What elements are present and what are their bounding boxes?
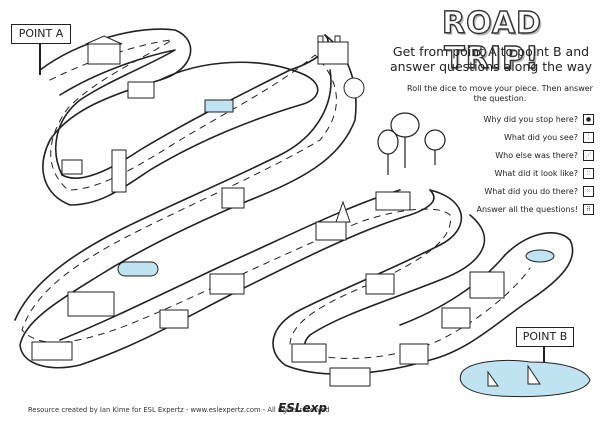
start-sign: POINT A (11, 24, 71, 44)
question-row: Why did you stop here? ● (430, 110, 594, 128)
building-icon (87, 43, 121, 65)
game-title: ROAD TRIP! (441, 5, 542, 76)
die-face-3-icon: ⋰ (583, 149, 594, 161)
building-icon (127, 81, 155, 99)
station-icon (67, 291, 115, 317)
tower-icon (111, 149, 127, 193)
question-text: Who else was there? (495, 150, 578, 160)
gym-icon (159, 309, 189, 329)
road-edge (19, 34, 435, 369)
road-edge (55, 34, 329, 179)
question-row: What did you see? ⁚ (430, 128, 594, 146)
die-face-5-icon: ⁙ (583, 185, 594, 197)
shop-icon (31, 341, 73, 361)
question-row: Answer all the questions! ⠿ (430, 200, 594, 218)
ferris-wheel-icon (343, 77, 365, 99)
shop-icon (365, 273, 395, 295)
question-row: What did you do there? ⁙ (430, 182, 594, 200)
footer-credit: Resource created by Ian Kime for ESL Exp… (28, 406, 330, 414)
question-row: What did it look like? ∷ (430, 164, 594, 182)
game-subtitle: Get from point A to point B and answer q… (390, 44, 592, 74)
brand-logo: ESLexp (278, 401, 327, 415)
roll-instruction: Roll the dice to move your piece. Then a… (407, 84, 593, 103)
road-edge (14, 69, 332, 321)
die-face-2-icon: ⁚ (583, 131, 594, 143)
stadium-icon (117, 261, 159, 277)
road-edge (399, 254, 506, 326)
train-icon (329, 367, 371, 387)
church-icon (315, 221, 347, 241)
building-icon (221, 187, 245, 209)
question-text: Answer all the questions! (476, 204, 578, 214)
hot-spring-icon (525, 249, 555, 263)
question-list: Why did you stop here? ● What did you se… (430, 110, 594, 218)
house-icon (61, 159, 83, 175)
trees-icon (377, 112, 446, 175)
lodge-icon (375, 191, 411, 211)
die-face-1-icon: ● (583, 113, 594, 125)
building-icon (469, 271, 505, 299)
die-face-4-icon: ∷ (583, 167, 594, 179)
road-center-line (21, 39, 531, 359)
question-text: What did you see? (504, 132, 578, 142)
road-edge (59, 189, 401, 341)
finish-sign: POINT B (516, 327, 574, 347)
castle-icon (317, 41, 349, 65)
question-text: Why did you stop here? (483, 114, 578, 124)
question-text: What did you do there? (484, 186, 578, 196)
store-icon (441, 307, 471, 329)
die-face-6-icon: ⠿ (583, 203, 594, 215)
pool-icon (204, 99, 234, 113)
question-text: What did it look like? (494, 168, 578, 178)
lake-icon (459, 359, 591, 398)
question-row: Who else was there? ⋰ (430, 146, 594, 164)
shop-icon (291, 343, 327, 363)
store-icon (209, 273, 245, 295)
road-edge (39, 28, 319, 206)
house-icon (399, 343, 429, 365)
road-edge (159, 61, 306, 81)
